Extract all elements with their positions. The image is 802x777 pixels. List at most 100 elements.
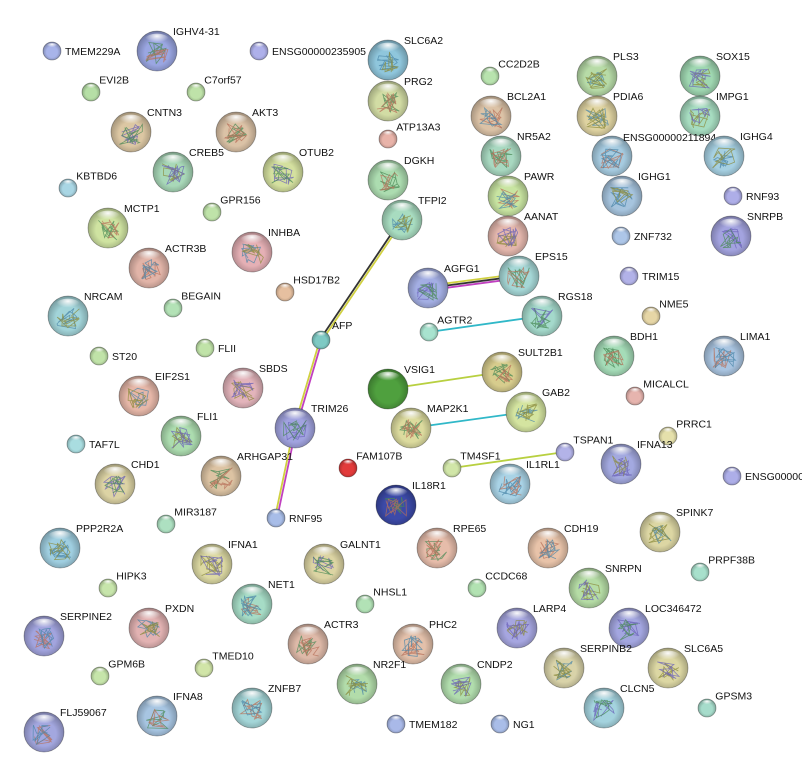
node-lima1[interactable]: LIMA1 bbox=[703, 331, 771, 377]
node-tmem182[interactable]: TMEM182 bbox=[386, 714, 458, 734]
node-agfg1[interactable]: AGFG1 bbox=[407, 263, 480, 309]
node-bcl2a1[interactable]: BCL2A1 bbox=[470, 91, 546, 137]
node-mir3187[interactable]: MIR3187 bbox=[156, 507, 217, 534]
node-aanat[interactable]: AANAT bbox=[487, 211, 559, 257]
node-afp[interactable]: AFP bbox=[311, 320, 352, 350]
node-nhsl1[interactable]: NHSL1 bbox=[355, 587, 407, 614]
node-phc2[interactable]: PHC2 bbox=[392, 619, 457, 665]
node-ensg00000211894[interactable]: ENSG00000211894 bbox=[591, 132, 716, 177]
node-micalcl[interactable]: MICALCL bbox=[625, 379, 689, 406]
node-ifna1[interactable]: IFNA1 bbox=[191, 539, 258, 585]
node-clcn5[interactable]: CLCN5 bbox=[583, 683, 655, 729]
node-arhgap31[interactable]: ARHGAP31 bbox=[200, 451, 293, 497]
node-rnf95[interactable]: RNF95 bbox=[266, 508, 322, 528]
node-begain[interactable]: BEGAIN bbox=[163, 291, 221, 318]
node-hipk3[interactable]: HIPK3 bbox=[98, 571, 147, 598]
node-znf732[interactable]: ZNF732 bbox=[611, 226, 672, 246]
node-eps15[interactable]: EPS15 bbox=[498, 251, 568, 297]
node-cndp2[interactable]: CNDP2 bbox=[440, 659, 513, 705]
node-rpe65[interactable]: RPE65 bbox=[416, 523, 486, 569]
node-larp4[interactable]: LARP4 bbox=[496, 603, 566, 649]
node-rnf93[interactable]: RNF93 bbox=[723, 186, 779, 206]
node-galnt1[interactable]: GALNT1 bbox=[303, 539, 381, 585]
node-kbtbd6[interactable]: KBTBD6 bbox=[58, 171, 117, 198]
node-serpinb2[interactable]: SERPINB2 bbox=[543, 643, 632, 689]
node-taf7l[interactable]: TAF7L bbox=[66, 434, 120, 454]
node-flii[interactable]: FLII bbox=[195, 338, 236, 358]
node-sult2b1[interactable]: SULT2B1 bbox=[481, 347, 563, 393]
node-fam107b[interactable]: FAM107B bbox=[338, 451, 402, 478]
node-actr3b[interactable]: ACTR3B bbox=[128, 243, 206, 289]
node-bdh1[interactable]: BDH1 bbox=[593, 331, 658, 377]
node-mctp1[interactable]: MCTP1 bbox=[87, 203, 160, 249]
node-ccdc68[interactable]: CCDC68 bbox=[467, 571, 527, 598]
node-ighv4-31[interactable]: IGHV4-31 bbox=[136, 26, 220, 72]
node-prrc1[interactable]: PRRC1 bbox=[658, 419, 712, 446]
node-tspan1[interactable]: TSPAN1 bbox=[555, 435, 614, 462]
node-slc6a5[interactable]: SLC6A5 bbox=[647, 643, 723, 689]
node-impg1[interactable]: IMPG1 bbox=[679, 91, 749, 137]
node-nr2f1[interactable]: NR2F1 bbox=[336, 659, 406, 705]
node-pawr[interactable]: PAWR bbox=[487, 171, 555, 217]
node-net1[interactable]: NET1 bbox=[231, 579, 295, 625]
node-hsd17b2[interactable]: HSD17B2 bbox=[275, 275, 340, 302]
node-il1rl1[interactable]: IL1RL1 bbox=[489, 459, 560, 505]
node-znfb7[interactable]: ZNFB7 bbox=[231, 683, 301, 729]
node-ighg1[interactable]: IGHG1 bbox=[601, 171, 671, 217]
node-cdh19[interactable]: CDH19 bbox=[527, 523, 599, 569]
node-cc2d2b[interactable]: CC2D2B bbox=[480, 59, 540, 86]
node-inhba[interactable]: INHBA bbox=[231, 227, 300, 273]
node-gpsm3[interactable]: GPSM3 bbox=[697, 691, 752, 718]
node-gpm6b[interactable]: GPM6B bbox=[90, 659, 145, 686]
node-loc346472[interactable]: LOC346472 bbox=[608, 603, 702, 649]
node-atp13a3[interactable]: ATP13A3 bbox=[378, 122, 441, 149]
node-rgs18[interactable]: RGS18 bbox=[521, 291, 593, 337]
node-creb5[interactable]: CREB5 bbox=[152, 147, 224, 193]
node-pls3[interactable]: PLS3 bbox=[576, 51, 639, 97]
node-snrpn[interactable]: SNRPN bbox=[568, 563, 642, 609]
node-st20[interactable]: ST20 bbox=[89, 346, 137, 366]
node-ifna8[interactable]: IFNA8 bbox=[136, 691, 203, 737]
node-il18r1[interactable]: IL18R1 bbox=[375, 480, 446, 526]
node-snrpb[interactable]: SNRPB bbox=[710, 211, 783, 257]
node-evi2b[interactable]: EVI2B bbox=[81, 75, 129, 102]
node-serpine2[interactable]: SERPINE2 bbox=[23, 611, 112, 657]
node-tmem229a[interactable]: TMEM229A bbox=[42, 41, 120, 61]
node-gab2[interactable]: GAB2 bbox=[505, 387, 570, 433]
node-ighg4[interactable]: IGHG4 bbox=[703, 131, 773, 177]
node-cntn3[interactable]: CNTN3 bbox=[110, 107, 182, 153]
node-trim15[interactable]: TRIM15 bbox=[619, 266, 680, 286]
node-sbds[interactable]: SBDS bbox=[222, 363, 288, 409]
node-actr3[interactable]: ACTR3 bbox=[287, 619, 359, 665]
node-flj59067[interactable]: FLJ59067 bbox=[23, 707, 107, 753]
node-c7orf57[interactable]: C7orf57 bbox=[186, 75, 242, 102]
node-nrcam[interactable]: NRCAM bbox=[47, 291, 123, 337]
node-sox15[interactable]: SOX15 bbox=[679, 51, 750, 97]
node-prpf38b[interactable]: PRPF38B bbox=[690, 555, 755, 582]
node-ensg00000[interactable]: ENSG00000 bbox=[722, 466, 802, 486]
node-pxdn[interactable]: PXDN bbox=[128, 603, 194, 649]
node-nme5[interactable]: NME5 bbox=[641, 299, 689, 326]
node-otub2[interactable]: OTUB2 bbox=[262, 147, 334, 193]
node-ifna13[interactable]: IFNA13 bbox=[600, 439, 673, 485]
node-chd1[interactable]: CHD1 bbox=[94, 459, 160, 505]
node-eif2s1[interactable]: EIF2S1 bbox=[118, 371, 190, 417]
node-map2k1[interactable]: MAP2K1 bbox=[390, 403, 469, 449]
edge-TM4SF1-TSPAN1[interactable] bbox=[451, 451, 566, 469]
node-ensg00000235905[interactable]: ENSG00000235905 bbox=[249, 41, 366, 61]
node-prg2[interactable]: PRG2 bbox=[367, 76, 433, 122]
node-fli1[interactable]: FLI1 bbox=[160, 411, 218, 457]
node-tfpi2[interactable]: TFPI2 bbox=[381, 195, 447, 241]
node-dgkh[interactable]: DGKH bbox=[367, 155, 434, 201]
edge-TFPI2-AFP[interactable] bbox=[319, 218, 404, 342]
node-spink7[interactable]: SPINK7 bbox=[639, 507, 714, 553]
node-nr5a2[interactable]: NR5A2 bbox=[480, 131, 551, 177]
node-tmed10[interactable]: TMED10 bbox=[194, 651, 254, 678]
node-gpr156[interactable]: GPR156 bbox=[202, 195, 261, 222]
node-slc6a2[interactable]: SLC6A2 bbox=[367, 35, 443, 81]
node-ppp2r2a[interactable]: PPP2R2A bbox=[39, 523, 123, 569]
node-agtr2[interactable]: AGTR2 bbox=[419, 315, 472, 342]
node-vsig1[interactable]: VSIG1 bbox=[367, 364, 435, 410]
node-pdia6[interactable]: PDIA6 bbox=[576, 91, 644, 137]
node-trim26[interactable]: TRIM26 bbox=[274, 403, 349, 449]
